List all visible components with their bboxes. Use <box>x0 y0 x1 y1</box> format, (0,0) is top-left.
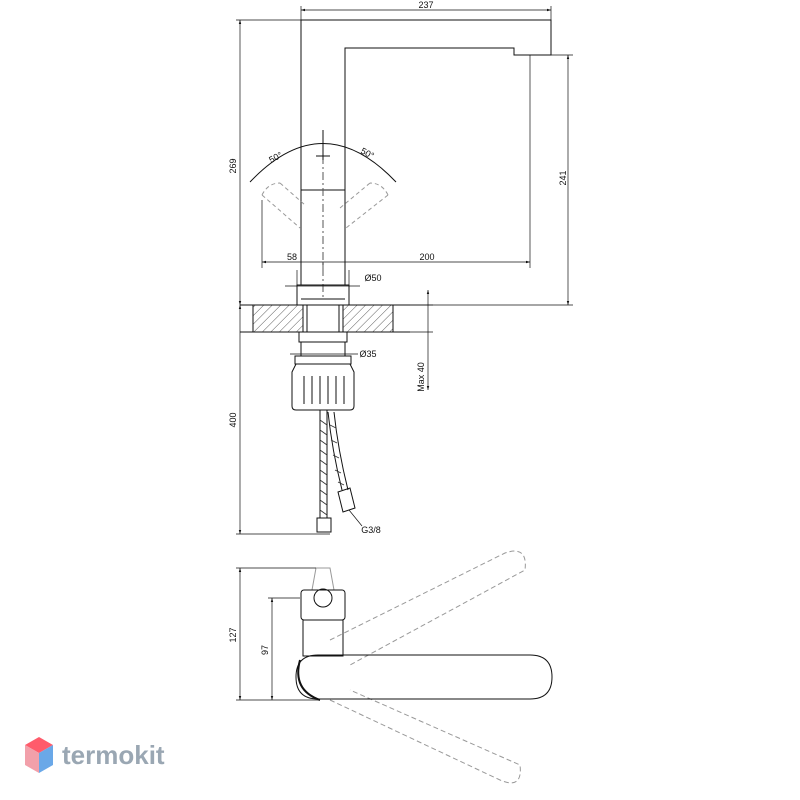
dim-angle-right: 50° <box>359 146 376 161</box>
supply-hoses <box>316 410 356 533</box>
top-view <box>295 550 553 784</box>
top-view-dimensions <box>236 567 320 701</box>
countertop-right <box>342 304 394 333</box>
logo-text: termokit <box>62 740 165 770</box>
spout-body <box>300 19 552 191</box>
shank <box>298 331 348 343</box>
mounting-nut <box>291 363 355 411</box>
handle-main <box>295 654 553 700</box>
logo-cube-left <box>25 745 39 773</box>
dim-reach: 200 <box>419 252 434 262</box>
countertop-left <box>252 304 304 333</box>
dimension-lines <box>236 6 573 535</box>
dim-thread: G3/8 <box>361 525 381 535</box>
dim-diameter-shank: Ø35 <box>359 349 376 359</box>
dim-top-height: 127 <box>228 627 238 642</box>
dim-overall-width: 237 <box>418 0 433 10</box>
side-view <box>240 19 552 533</box>
handle-swing-down <box>329 689 521 784</box>
dim-overall-height: 269 <box>228 158 238 173</box>
termokit-logo: termokit <box>25 737 165 773</box>
dim-diameter-base: Ø50 <box>364 273 381 283</box>
handle-swing-up <box>329 550 526 666</box>
logo-cube-right <box>39 745 53 773</box>
dim-hose-length: 400 <box>228 412 238 427</box>
swing-range <box>261 182 389 229</box>
dim-angle-left: 50° <box>267 150 284 165</box>
shank-through <box>302 304 344 333</box>
dim-top-handle-height: 97 <box>260 645 270 655</box>
column-top <box>300 589 346 621</box>
dim-offset-left: 58 <box>287 252 297 262</box>
dim-spout-height: 241 <box>558 170 568 185</box>
dim-max-thickness: Max 40 <box>416 362 426 392</box>
